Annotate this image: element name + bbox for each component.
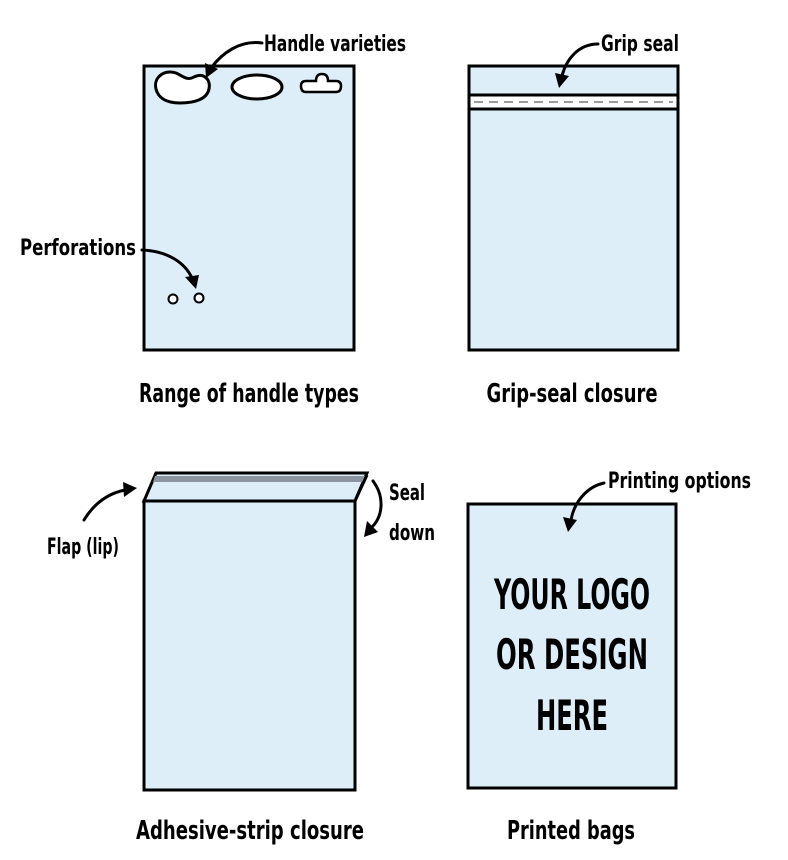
printing-options-arrowhead <box>563 517 577 532</box>
grip-seal-panel: Grip seal Grip-seal closure <box>467 32 680 409</box>
grip-seal-bag <box>467 64 680 352</box>
adhesive-bag <box>142 499 357 792</box>
perforations-arrowhead <box>185 275 199 289</box>
slot-handle-cutout <box>299 72 343 94</box>
seal-label-line2: down <box>389 521 435 546</box>
printed-panel: Printing options YOUR LOGO OR DESIGN HER… <box>466 469 751 846</box>
oval-handle-cutout <box>230 73 284 101</box>
logo-text-line2: OR DESIGN <box>496 630 648 679</box>
adhesive-strip <box>153 476 366 482</box>
seal-down-arrowhead <box>364 521 378 537</box>
grip-seal-arrowhead <box>555 73 569 88</box>
adhesive-panel: Flap (lip) Seal down Adhesive-strip clos… <box>47 471 435 846</box>
handles-caption: Range of handle types <box>139 379 359 409</box>
seal-down-arrow-line <box>369 479 383 530</box>
perforation-hole <box>193 292 205 304</box>
logo-text-line1: YOUR LOGO <box>493 570 650 619</box>
flap-side-edge <box>353 474 369 502</box>
perforations-arrow-line <box>140 248 194 280</box>
printed-caption: Printed bags <box>507 816 635 846</box>
grip-seal-label: Grip seal <box>601 32 679 57</box>
handle-bag <box>142 64 356 352</box>
flap-label: Flap (lip) <box>47 535 119 560</box>
kidney-handle-cutout <box>154 70 211 105</box>
printed-bag <box>466 502 678 790</box>
handle-varieties-arrowhead <box>205 63 218 78</box>
printing-options-label: Printing options <box>608 469 751 494</box>
grip-seal-caption: Grip-seal closure <box>487 379 658 409</box>
handle-varieties-arrow-line <box>209 41 264 70</box>
printing-options-arrow-line <box>569 481 606 522</box>
grip-seal-arrow-line <box>560 42 600 78</box>
logo-text-line3: HERE <box>536 691 608 740</box>
flap-arrow-line <box>82 488 127 522</box>
grip-seal-strip <box>467 93 680 111</box>
seal-label-line1: Seal <box>389 481 425 506</box>
perforations-label: Perforations <box>20 236 136 261</box>
flap-arrowhead <box>123 482 137 497</box>
handle-varieties-label: Handle varieties <box>264 32 406 57</box>
perforation-hole <box>167 293 179 305</box>
handles-panel: Handle varieties Perforations Range of h… <box>20 32 406 409</box>
adhesive-caption: Adhesive-strip closure <box>136 816 364 846</box>
